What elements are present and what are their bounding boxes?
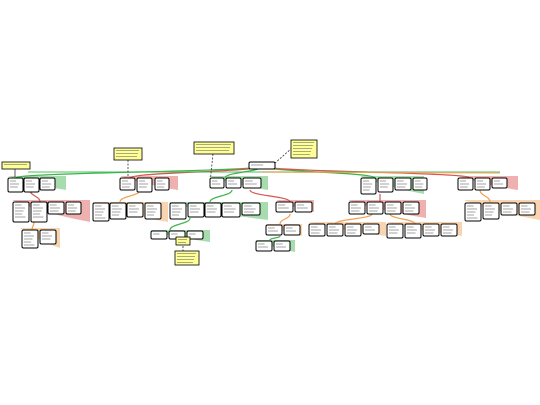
subtopic-node <box>187 202 205 218</box>
subtopic-node <box>294 201 313 213</box>
leaf-node <box>255 240 273 252</box>
main-trunk-line-orange <box>261 171 501 174</box>
subtopic-node <box>482 202 500 220</box>
connector <box>334 213 373 225</box>
branch-node <box>491 177 508 189</box>
branch-node <box>209 177 225 189</box>
subtopic-node <box>144 202 162 220</box>
connector <box>209 189 233 203</box>
subtopic-node <box>275 201 294 213</box>
subtopic-node <box>221 202 241 218</box>
note-callout <box>174 250 200 266</box>
branch-node <box>360 177 377 195</box>
connector <box>249 189 291 203</box>
note-callout <box>175 236 191 246</box>
leaf-node <box>362 223 380 235</box>
note-connector <box>209 153 214 184</box>
branch-node <box>377 177 394 193</box>
subtopic-node <box>126 202 144 218</box>
connector <box>479 189 491 203</box>
leaf-node <box>386 223 404 239</box>
note-callout <box>1 161 31 170</box>
root-node <box>248 161 276 170</box>
note-callout <box>193 141 235 155</box>
branch-node <box>136 177 153 193</box>
connector <box>169 217 191 231</box>
connector <box>269 235 281 241</box>
note-connector <box>274 147 293 164</box>
branch-node <box>225 177 242 189</box>
leaf-node <box>404 223 422 239</box>
branch-node <box>7 177 24 193</box>
leaf-node <box>150 230 168 240</box>
subtopic-node <box>204 202 222 218</box>
leaf-node <box>273 240 291 252</box>
branch-node <box>242 177 262 189</box>
subtopic-node <box>169 202 187 220</box>
subtopic-node <box>109 202 127 220</box>
connector <box>279 213 291 225</box>
leaf-node <box>283 224 301 236</box>
leaf-node <box>265 224 283 236</box>
connector <box>31 221 35 231</box>
connector <box>389 213 416 225</box>
leaf-node <box>186 230 204 240</box>
note-callout <box>113 147 143 161</box>
note-callout <box>290 139 318 159</box>
branch-node <box>23 177 40 193</box>
leaf-node <box>39 229 57 245</box>
